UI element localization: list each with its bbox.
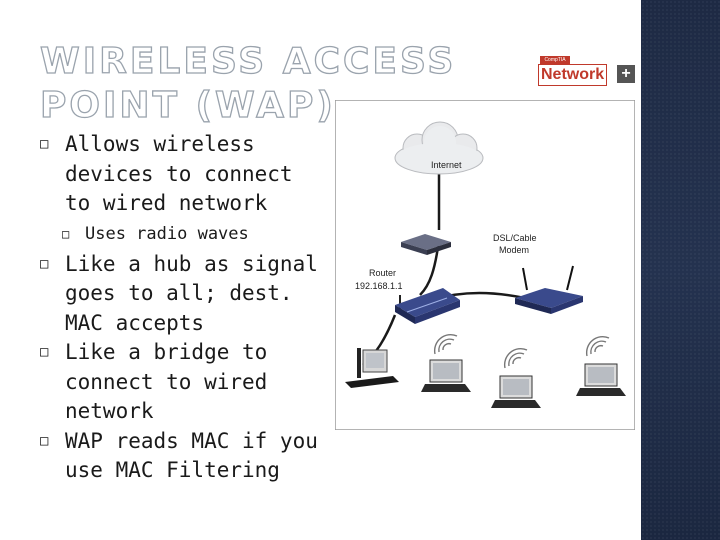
router-label: Router [369, 268, 396, 278]
logo-plus: + [617, 65, 635, 83]
internet-cloud-icon [394, 121, 484, 175]
bullet-item: □ Like a hub as signal goes to all; dest… [40, 250, 330, 339]
checkbox-bullet-icon: □ [62, 226, 70, 241]
bullet-text: Uses radio waves [85, 223, 249, 244]
router-icon [395, 288, 460, 324]
bullet-item: □ Allows wireless devices to connect to … [40, 130, 330, 219]
logo-top-text: CompTIA [540, 56, 570, 64]
laptop-icon [576, 363, 626, 396]
bullet-item: □ Like a bridge to connect to wired netw… [40, 338, 330, 427]
bullet-list: □ Allows wireless devices to connect to … [40, 130, 330, 486]
wireless-signal-icon [433, 333, 610, 369]
checkbox-bullet-icon: □ [40, 344, 49, 360]
wireless-access-point-icon [515, 265, 583, 314]
checkbox-bullet-icon: □ [40, 136, 49, 152]
modem-label-line1: DSL/Cable [493, 233, 537, 243]
bullet-text: Like a bridge to connect to wired networ… [65, 340, 268, 423]
router-ip-label: 192.168.1.1 [355, 281, 403, 291]
dsl-cable-modem-icon [401, 234, 451, 255]
comptia-network-plus-logo: CompTIA Network + [538, 56, 636, 86]
bullet-item: □ WAP reads MAC if you use MAC Filtering [40, 427, 330, 486]
bullet-text: Like a hub as signal goes to all; dest. … [65, 251, 318, 335]
bullet-text: WAP reads MAC if you use MAC Filtering [65, 428, 318, 483]
decorative-sidebar [641, 0, 720, 540]
network-diagram: Internet DSL/Cable Modem Router 192.168.… [335, 100, 635, 430]
modem-label-line2: Modem [499, 245, 529, 255]
laptop-icon [491, 375, 541, 408]
desktop-computer-icon [345, 348, 399, 388]
internet-label: Internet [431, 160, 462, 170]
slide-title: WIRELESS ACCESS POINT (WAP) [39, 40, 457, 126]
logo-word: Network [538, 64, 608, 86]
sub-bullet-item: □ Uses radio waves [40, 222, 330, 246]
checkbox-bullet-icon: □ [40, 432, 49, 449]
checkbox-bullet-icon: □ [40, 255, 49, 272]
laptop-icon [421, 359, 471, 392]
bullet-text: Allows wireless devices to connect to wi… [65, 132, 293, 215]
